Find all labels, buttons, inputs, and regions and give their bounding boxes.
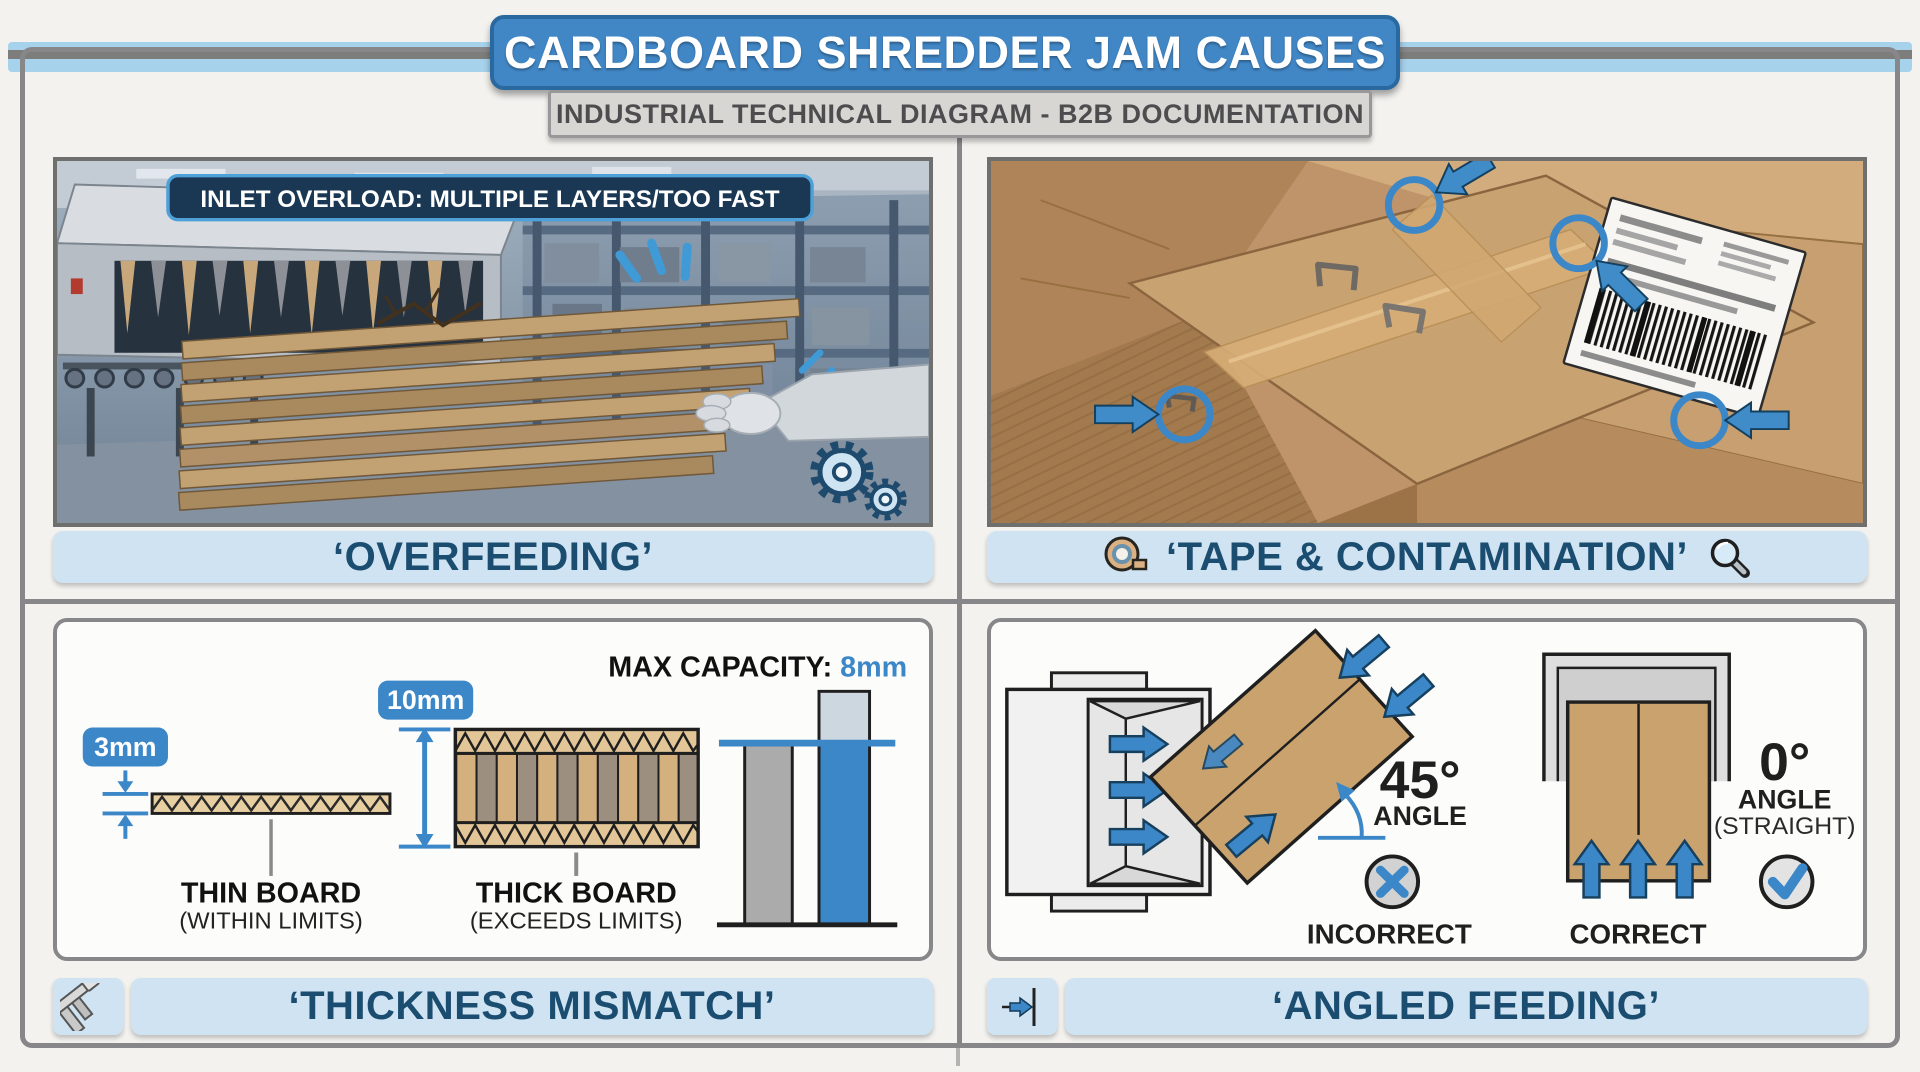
thickness-icon-box xyxy=(53,978,123,1035)
cardboard-stack xyxy=(177,287,801,511)
angle-arc xyxy=(1318,781,1386,840)
tape-caption-band: ‘TAPE & CONTAMINATION’ xyxy=(987,531,1867,583)
up-feed-arrows xyxy=(1573,839,1703,899)
thick-board-badge: 10mm xyxy=(387,685,464,715)
magnifier-icon xyxy=(1710,538,1751,578)
caliper-icon xyxy=(60,982,100,1031)
bottom-divider-mark xyxy=(956,1048,960,1066)
gears-icon xyxy=(810,440,907,521)
feed-direction-arrows xyxy=(1108,726,1169,855)
tape-roll-icon xyxy=(1104,536,1148,572)
page-subtitle: INDUSTRIAL TECHNICAL DIAGRAM - B2B DOCUM… xyxy=(548,90,1372,138)
tape-contamination-illustration xyxy=(991,161,1863,523)
incorrect-verdict: INCORRECT xyxy=(1307,919,1472,950)
bar-within-limit xyxy=(743,743,794,927)
angled-icon-box xyxy=(987,978,1057,1035)
angled-feeding-panel: 45° ANGLE INCORRECT CORRECT 0 xyxy=(987,618,1867,961)
incorrect-angle-word: ANGLE xyxy=(1373,801,1467,831)
staples xyxy=(1164,261,1427,412)
bar-exceeds-limit xyxy=(817,741,872,927)
thickness-mismatch-panel: MAX CAPACITY: 8mm 3mm THIN BOARD (WITHIN… xyxy=(53,618,933,961)
page-title: CARDBOARD SHREDDER JAM CAUSES xyxy=(490,15,1400,90)
inlet-overload-label: INLET OVERLOAD: MULTIPLE LAYERS/TOO FAST xyxy=(166,173,814,222)
thickness-caption-text: ‘THICKNESS MISMATCH’ xyxy=(288,984,776,1028)
page-title-text: CARDBOARD SHREDDER JAM CAUSES xyxy=(503,26,1387,78)
inlet-overload-label-text: INLET OVERLOAD: MULTIPLE LAYERS/TOO FAST xyxy=(200,186,779,213)
thick-board-name: THICK BOARD xyxy=(476,877,677,909)
thickness-diagram: MAX CAPACITY: 8mm 3mm THIN BOARD (WITHIN… xyxy=(82,652,907,935)
thick-board-group: 10mm xyxy=(378,680,700,935)
bar-excess-portion xyxy=(817,689,872,745)
arrow-stop-icon xyxy=(1002,987,1036,1026)
tilted-cardboard xyxy=(1148,628,1415,886)
overfeeding-photo-panel: INLET OVERLOAD: MULTIPLE LAYERS/TOO FAST xyxy=(53,157,933,527)
thin-board-name: THIN BOARD xyxy=(181,877,361,909)
angled-caption-band: ‘ANGLED FEEDING’ xyxy=(1065,978,1867,1035)
correct-angle-value: 0° xyxy=(1759,734,1810,793)
thin-board-status: (WITHIN LIMITS) xyxy=(179,909,363,935)
max-capacity-label: MAX CAPACITY: 8mm xyxy=(608,652,907,684)
page-subtitle-text: INDUSTRIAL TECHNICAL DIAGRAM - B2B DOCUM… xyxy=(556,98,1364,129)
angled-caption-text: ‘ANGLED FEEDING’ xyxy=(1271,984,1661,1028)
incorrect-angle-value: 45° xyxy=(1380,751,1461,810)
shipping-label xyxy=(1562,196,1807,419)
operator-hand xyxy=(695,363,929,442)
capacity-bar-chart xyxy=(716,689,898,928)
overfeeding-caption-band: ‘OVERFEEDING’ xyxy=(53,531,933,583)
tape-contamination-photo-panel xyxy=(987,157,1867,527)
thick-board-status: (EXCEEDS LIMITS) xyxy=(470,909,683,935)
correct-angle-note: (STRAIGHT) xyxy=(1714,813,1856,840)
correct-angle-word: ANGLE xyxy=(1738,785,1832,815)
thickness-caption-band: ‘THICKNESS MISMATCH’ xyxy=(131,978,933,1035)
horizontal-divider xyxy=(25,599,1895,604)
thin-board-badge: 3mm xyxy=(94,732,156,762)
vertical-divider xyxy=(957,52,962,1044)
correct-verdict: CORRECT xyxy=(1570,919,1707,950)
barcode xyxy=(1583,287,1768,390)
overfeeding-photo-illustration: INLET OVERLOAD: MULTIPLE LAYERS/TOO FAST xyxy=(57,161,929,523)
tape-caption-text: ‘TAPE & CONTAMINATION’ xyxy=(1165,534,1689,579)
correct-check-icon xyxy=(1758,854,1815,910)
thin-board-group: 3mm THIN BOARD (WITHIN LIMITS) xyxy=(82,727,392,935)
incorrect-x-icon xyxy=(1364,854,1421,910)
overfeeding-caption-text: ‘OVERFEEDING’ xyxy=(333,534,653,579)
angled-feeding-diagram: 45° ANGLE INCORRECT CORRECT 0 xyxy=(1005,627,1856,950)
